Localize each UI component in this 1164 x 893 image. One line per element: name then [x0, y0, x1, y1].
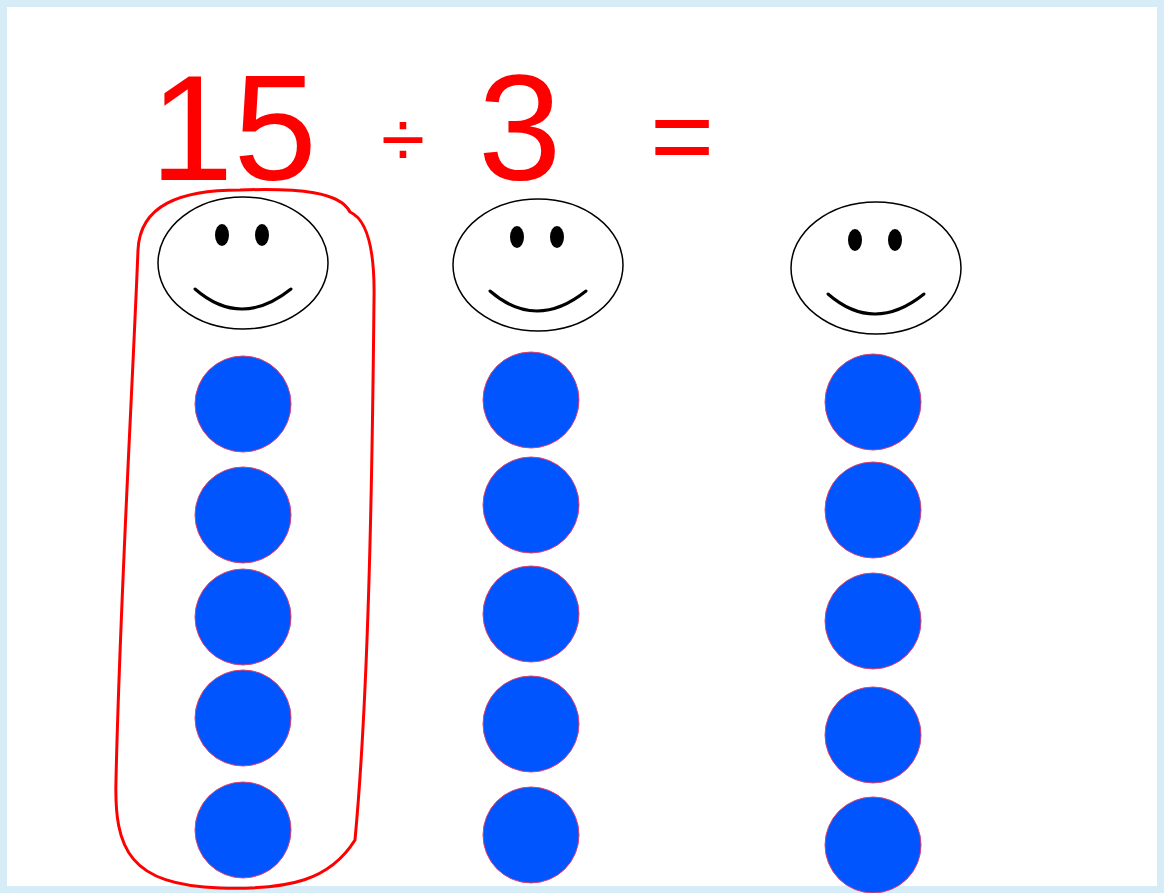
eye: [888, 229, 902, 251]
smile: [828, 294, 924, 314]
counter: [483, 566, 579, 662]
smiley-face: [453, 199, 623, 331]
counter: [483, 457, 579, 553]
equation-part: 3: [478, 53, 561, 203]
counter: [195, 670, 291, 766]
face-outline: [453, 199, 623, 331]
counter: [825, 797, 921, 893]
smiley-face: [791, 202, 961, 334]
counters: [195, 352, 921, 893]
counter: [195, 467, 291, 563]
eye: [215, 224, 229, 246]
counter: [825, 354, 921, 450]
smiley-face: [158, 197, 328, 329]
eye: [255, 224, 269, 246]
face-outline: [158, 197, 328, 329]
counter: [483, 787, 579, 883]
counter: [825, 687, 921, 783]
equation-part: ÷: [381, 100, 425, 180]
eye: [848, 229, 862, 251]
smile: [195, 289, 291, 309]
eye: [510, 226, 524, 248]
counter: [825, 573, 921, 669]
faces: [158, 197, 961, 334]
counter: [195, 569, 291, 665]
counter: [825, 462, 921, 558]
face-outline: [791, 202, 961, 334]
counter: [483, 676, 579, 772]
counter: [483, 352, 579, 448]
eye: [550, 226, 564, 248]
counter: [195, 356, 291, 452]
group-outline: [116, 190, 374, 889]
counter: [195, 782, 291, 878]
equation-part: 15: [150, 53, 317, 203]
smile: [490, 291, 586, 311]
equation-part: =: [650, 80, 714, 190]
